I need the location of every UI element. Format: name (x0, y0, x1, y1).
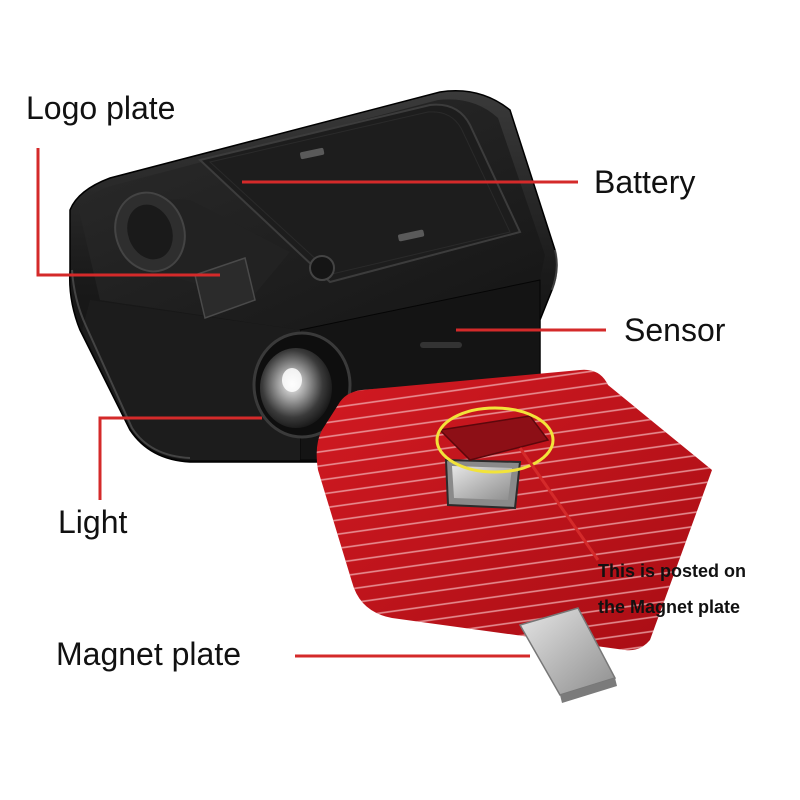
label-sensor: Sensor (624, 312, 726, 348)
highlight-ring (435, 406, 555, 474)
leader-note (518, 447, 600, 561)
label-battery: Battery (594, 164, 696, 200)
battery-cover (197, 103, 522, 284)
adhesive-pad (316, 369, 712, 651)
note-line-1: This is posted on (598, 561, 747, 581)
light-lens (252, 331, 352, 439)
leader-light (98, 416, 262, 500)
logo-plate-barrel (114, 191, 335, 319)
sensor-window (420, 342, 462, 348)
magnet-plate (518, 607, 617, 703)
leader-logo-plate (36, 148, 220, 277)
label-magnet-plate: Magnet plate (56, 636, 242, 672)
note-line-2: the Magnet plate (598, 597, 741, 617)
leader-lines (36, 148, 606, 658)
label-light: Light (58, 504, 128, 540)
label-logo-plate: Logo plate (26, 90, 176, 126)
